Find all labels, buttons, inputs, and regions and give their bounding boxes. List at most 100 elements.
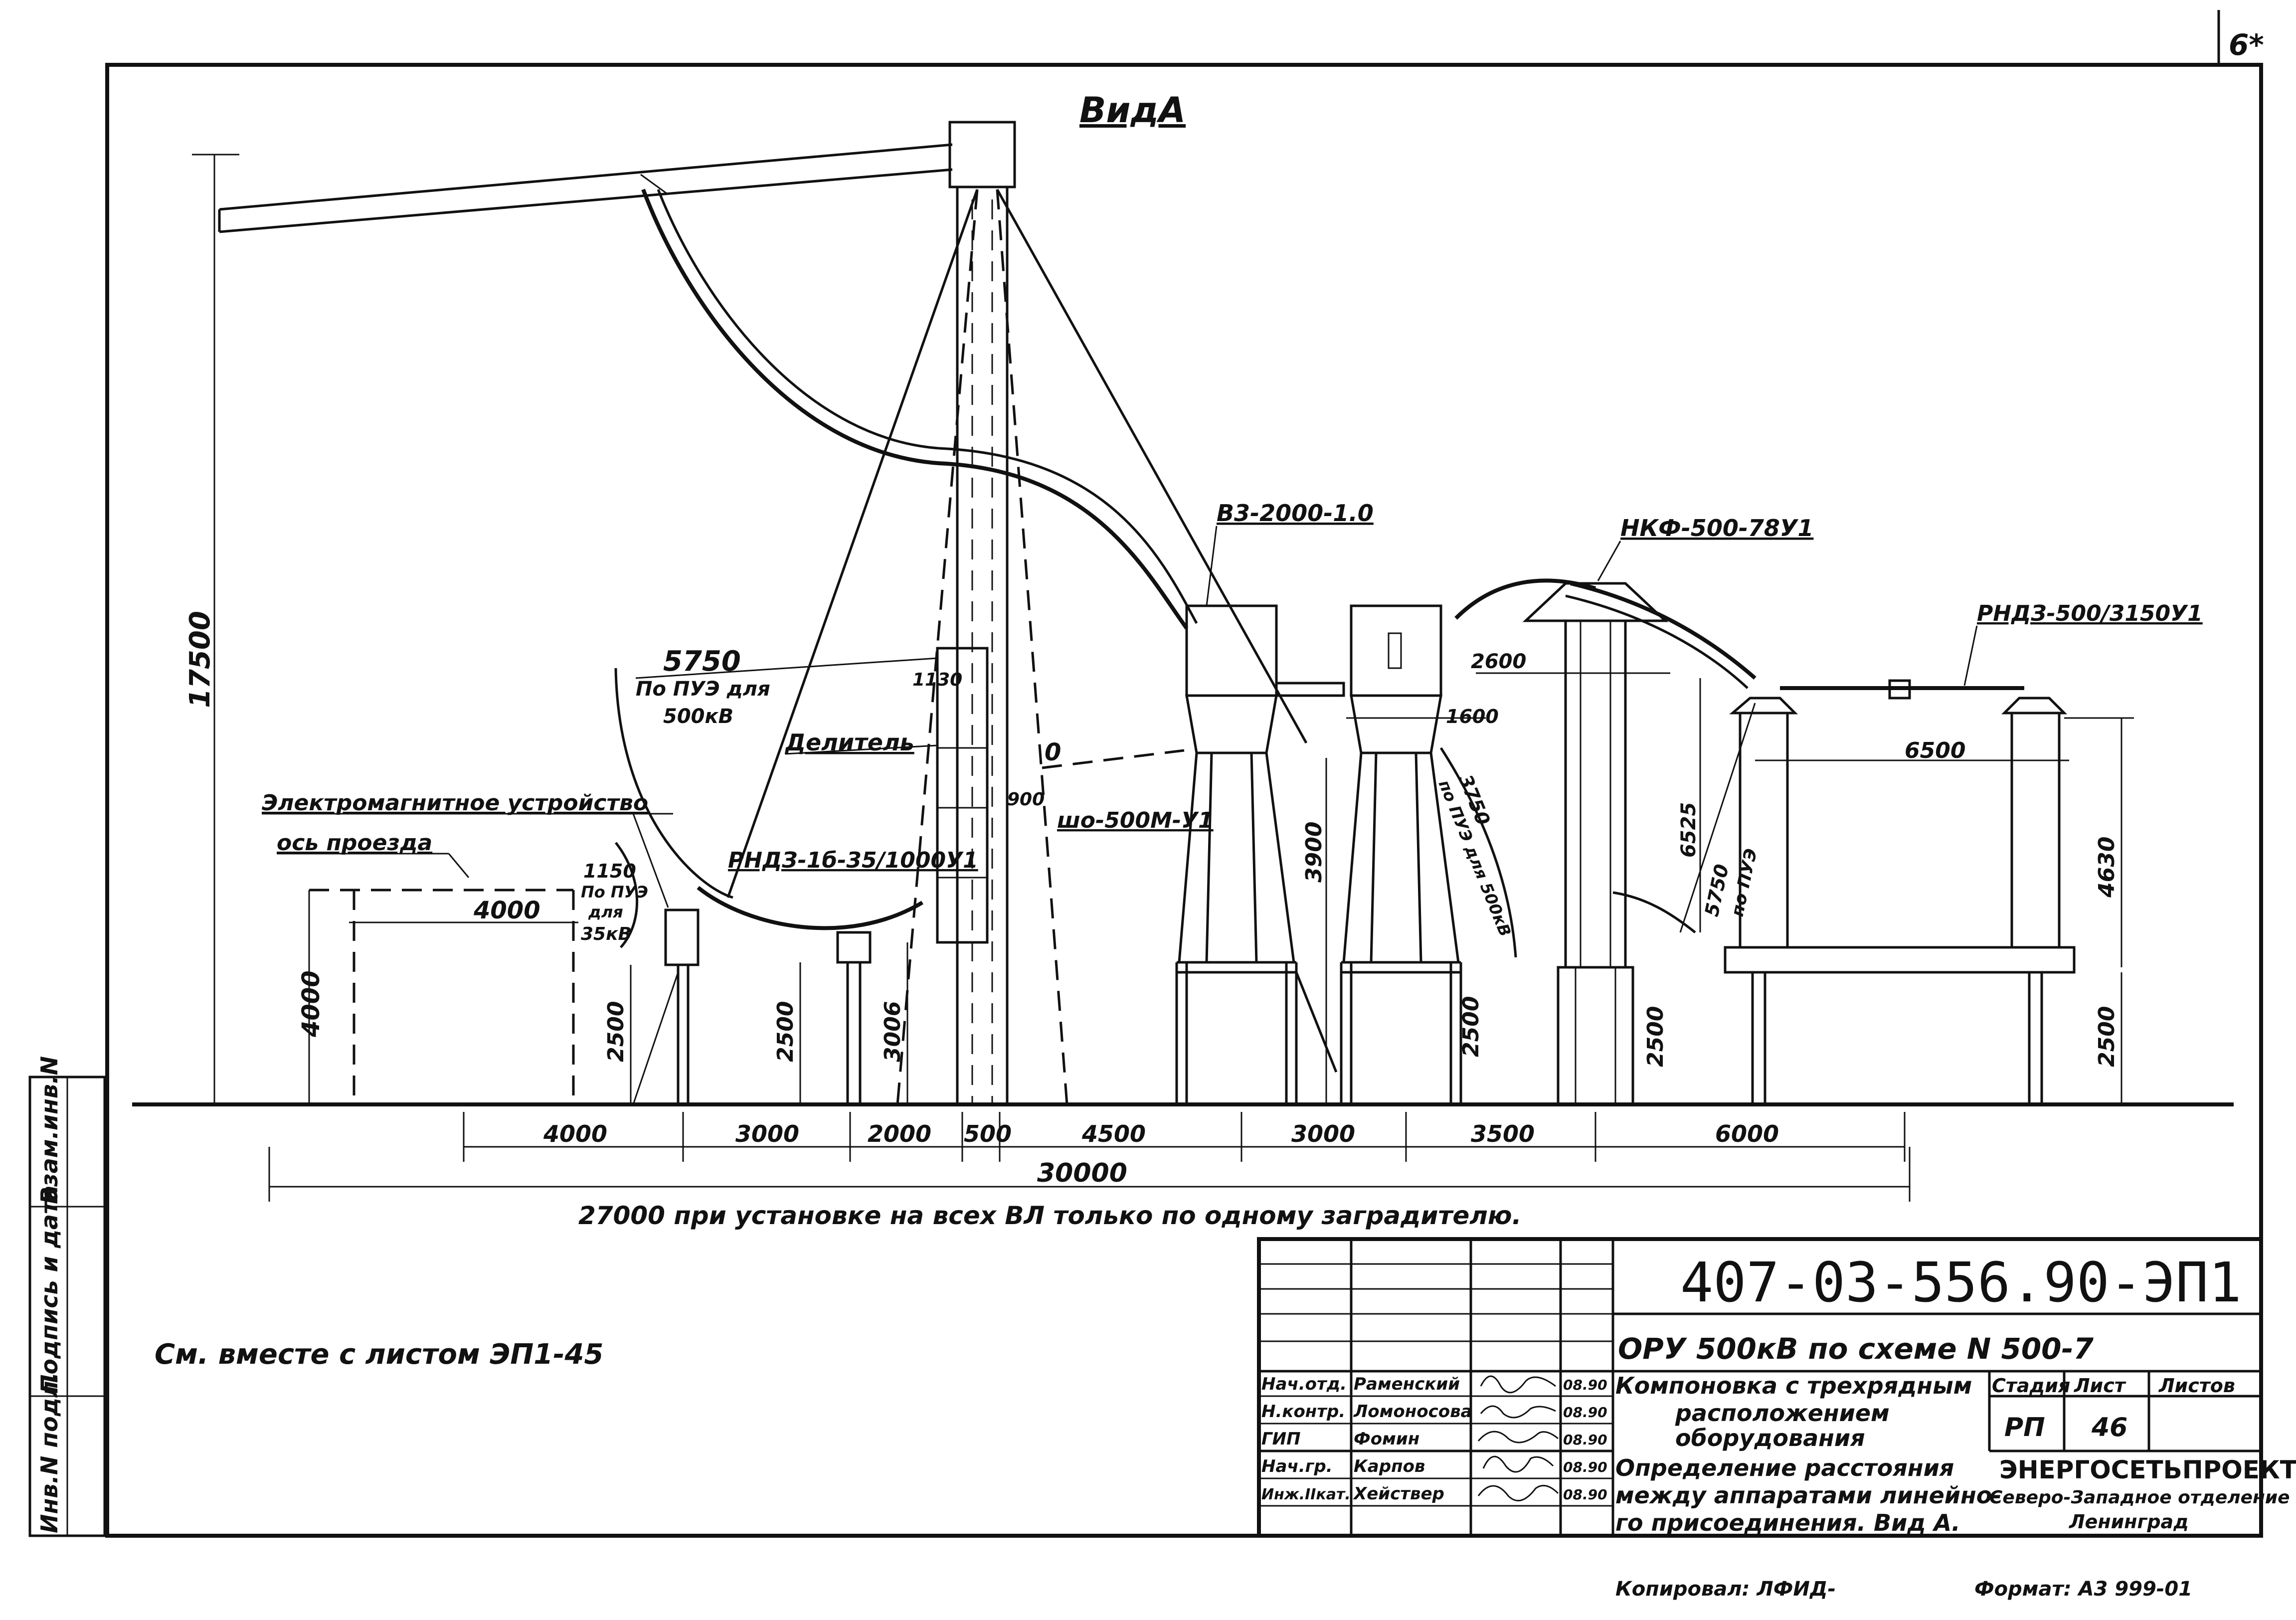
- staff-name-2: Ломоносова: [1353, 1402, 1472, 1422]
- rnd-small-apparatus: [836, 931, 872, 1104]
- dim-4000-v: 4000: [297, 970, 325, 1038]
- dim-1600: 1600: [1446, 706, 1499, 727]
- dim-6500: 6500: [1905, 738, 1965, 763]
- dim-4000-top: 4000: [473, 897, 540, 924]
- dim-1130: 1130: [912, 670, 962, 690]
- staff-role-2: Н.контр.: [1261, 1402, 1345, 1422]
- stamp-replace: Взам.инв.N: [36, 1056, 63, 1204]
- road-clearance: [308, 889, 578, 1104]
- staff-name-5: Хействер: [1353, 1484, 1444, 1504]
- doc-code: 407-03-556.90-ЭП1: [1680, 1251, 2242, 1314]
- stage-header: Стадия: [1992, 1375, 2070, 1397]
- bottom-dim-5: 4500: [1081, 1120, 1146, 1147]
- rnd-small-label: РНДЗ-1б-35/1000У1: [728, 848, 978, 873]
- project-name: ОРУ 500кВ по схеме N 500-7: [1618, 1332, 2094, 1366]
- bottom-dim-4: 500: [964, 1120, 1012, 1147]
- sheet-header: Лист: [2074, 1375, 2126, 1397]
- rnd-big-apparatus: [1724, 679, 2076, 1104]
- desc-line2: между аппаратами линейно-: [1615, 1482, 2002, 1509]
- org-city: Ленинград: [2069, 1511, 2189, 1533]
- staff-role-1: Нач.отд.: [1261, 1374, 1347, 1394]
- dim-1150-n3: 35кВ: [581, 924, 632, 944]
- dim-6525: 6525: [1677, 802, 1700, 858]
- stage-value: РП: [2004, 1413, 2045, 1442]
- dim-5750-note1: По ПУЭ для: [636, 678, 770, 701]
- em-device-label: Электромагнитное устройство: [262, 790, 648, 816]
- bus-nkf-rnd: [1570, 581, 1757, 680]
- title-line1: Компоновка с трехрядным: [1615, 1372, 1972, 1399]
- bottom-dim-6: 3000: [1291, 1120, 1355, 1147]
- bottom-dim-2: 3000: [735, 1120, 799, 1147]
- staff-role-4: Нач.гр.: [1261, 1456, 1333, 1476]
- footer-copied: Копировал: ЛФИД-: [1615, 1578, 1836, 1601]
- staff-date-4: 08.90: [1563, 1459, 1607, 1475]
- nkf-transformer: [1522, 582, 1669, 1106]
- bottom-dim-7: 3500: [1471, 1120, 1535, 1147]
- title-line2: расположением: [1675, 1400, 1890, 1427]
- staff-name-1: Раменский: [1354, 1374, 1460, 1394]
- dim-5750-note2: 500кВ: [663, 705, 733, 728]
- view-title: ВидА: [1079, 90, 1186, 131]
- staff-name-4: Карпов: [1354, 1456, 1425, 1476]
- rnd-big-label: РНДЗ-500/3150У1: [1977, 601, 2203, 626]
- total-dim: 30000: [1037, 1158, 1127, 1188]
- divider-apparatus: [936, 647, 989, 944]
- sheet-frame: [105, 63, 2263, 1538]
- dim-2500-b: 2500: [773, 1001, 798, 1062]
- staff-date-2: 08.90: [1563, 1404, 1607, 1421]
- dim-5750: 5750: [663, 645, 741, 678]
- breaker-label: В3-2000-1.0: [1217, 500, 1374, 527]
- stamp-sign: Подпись и дата: [36, 1185, 63, 1394]
- desc-line3: го присоединения. Вид А.: [1615, 1509, 1960, 1536]
- bottom-dim-3: 2000: [868, 1120, 931, 1147]
- dim-1150: 1150: [583, 860, 636, 882]
- bus-rnd-small: [697, 886, 924, 930]
- portal-beam: [218, 143, 953, 233]
- note-27000: 27000 при установке на всех ВЛ только по…: [578, 1201, 1522, 1230]
- dim-3900: 3900: [1301, 822, 1327, 883]
- dim-1150-n2: для: [588, 902, 623, 921]
- dim-2500-a: 2500: [603, 1001, 629, 1062]
- staff-date-3: 08.90: [1563, 1432, 1607, 1448]
- stamp-inv: Инв.N подл.: [36, 1372, 63, 1533]
- divider-label: Делитель: [784, 729, 914, 756]
- footer-format: Формат: А3 999-01: [1974, 1578, 2192, 1601]
- dim-900: 900: [1007, 789, 1045, 810]
- signatures: [1477, 1375, 1559, 1501]
- sheet-corner: 6*: [2229, 28, 2264, 62]
- em-device: [632, 908, 700, 1105]
- staff-date-1: 08.90: [1563, 1377, 1607, 1393]
- bottom-dim-1: 4000: [543, 1120, 607, 1147]
- bottom-dim-chain: [268, 1112, 1911, 1202]
- dim-2600: 2600: [1471, 650, 1526, 673]
- bottom-dim-8: 6000: [1715, 1120, 1779, 1147]
- dim-2500-d: 2500: [1643, 1006, 1668, 1067]
- dim-2500-e: 2500: [2094, 1006, 2119, 1067]
- desc-line1: Определение расстояния: [1615, 1454, 1954, 1481]
- dim-5750b-note: по ПУЭ: [1728, 847, 1762, 918]
- dim-4630: 4630: [2094, 837, 2119, 898]
- dim-17500: 17500: [184, 611, 216, 708]
- road-axis-label: ось проезда: [277, 830, 432, 856]
- breaker-left: [1175, 604, 1338, 1104]
- bus-drop: [641, 188, 1189, 630]
- arc-5750: [614, 668, 733, 899]
- dim-2500-c: 2500: [1458, 996, 1484, 1057]
- staff-role-5: Инж.IIкат.: [1261, 1486, 1351, 1503]
- dim-3006: 3006: [880, 1001, 905, 1062]
- shunt-label: шо-500М-У1: [1057, 808, 1214, 833]
- sheet-value: 46: [2091, 1413, 2127, 1442]
- org-name: ЭНЕРГОСЕТЬПРОЕКТ: [1999, 1455, 2296, 1484]
- staff-role-3: ГИП: [1261, 1429, 1301, 1449]
- dim-1150-n1: По ПУЭ: [581, 883, 648, 901]
- central-tower: [726, 121, 1308, 1105]
- nkf-label: НКФ-500-78У1: [1620, 515, 1813, 541]
- breaker-right: [1340, 604, 1462, 1104]
- side-stamp: Инв.N подл. Подпись и дата Взам.инв.N: [28, 1056, 106, 1537]
- title-line3: оборудования: [1675, 1425, 1865, 1451]
- sheets-header: Листов: [2158, 1375, 2235, 1397]
- staff-date-5: 08.90: [1563, 1486, 1607, 1503]
- org-branch: Северо-Западное отделение: [1989, 1487, 2290, 1508]
- staff-name-3: Фомин: [1354, 1429, 1419, 1449]
